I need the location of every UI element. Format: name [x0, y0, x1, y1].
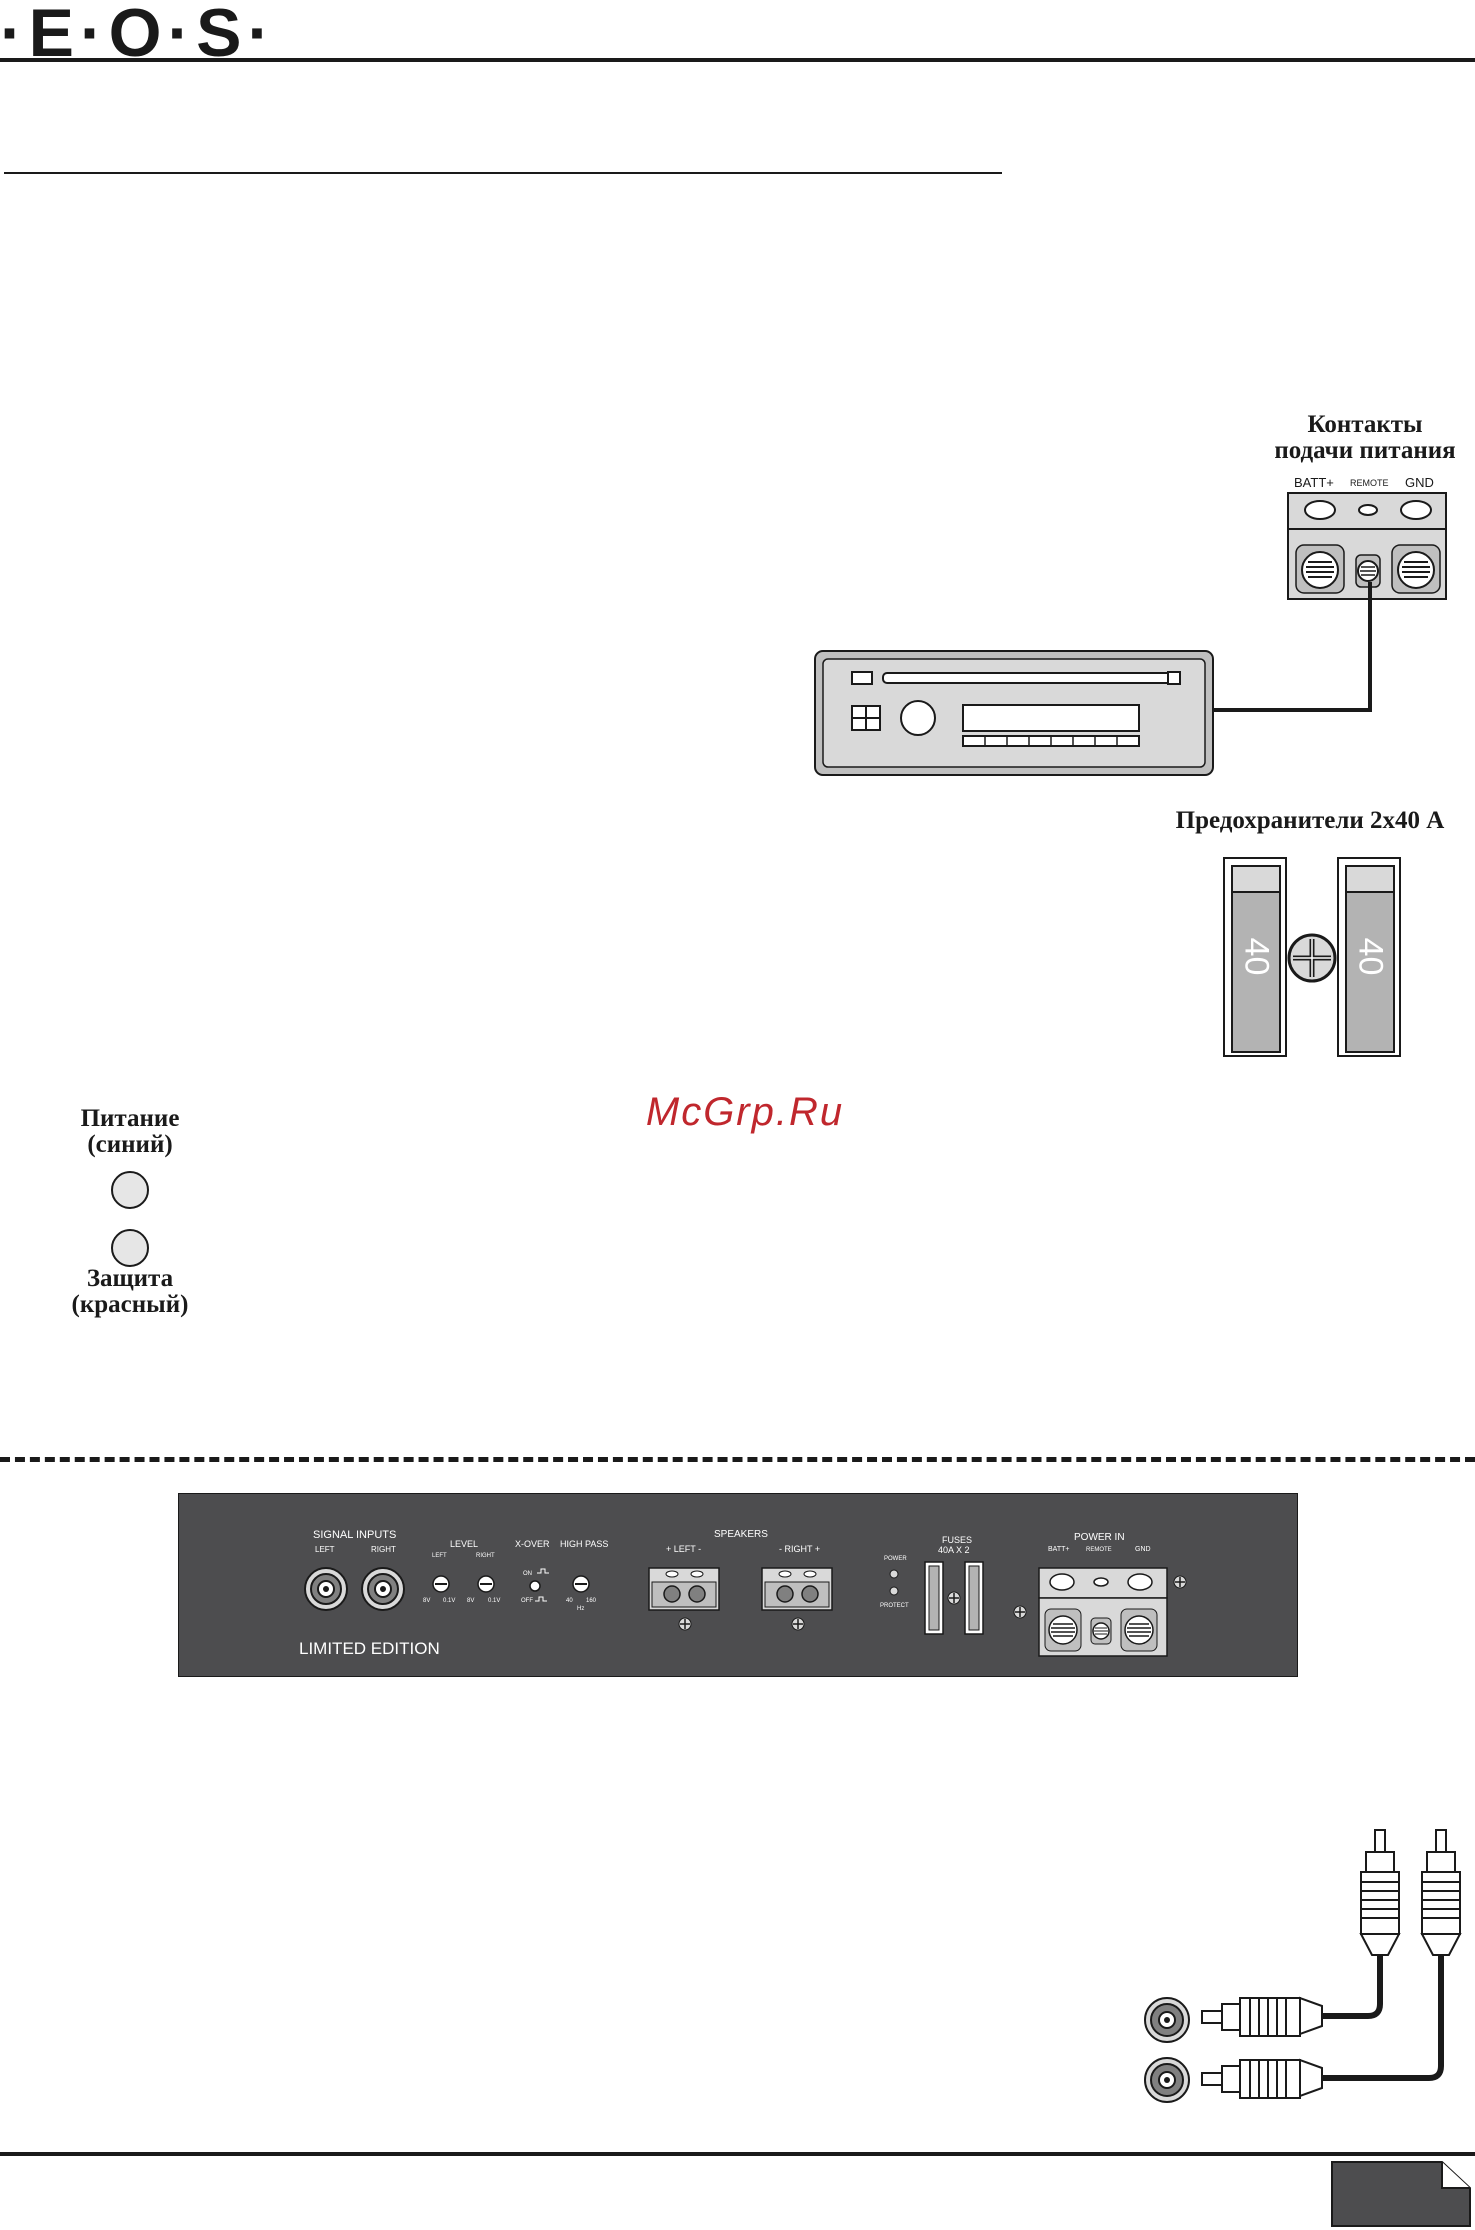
hp-40-label: 40 [566, 1598, 573, 1604]
panel-hardware [304, 1561, 1187, 1657]
rca-plug-upper-icon [1201, 1996, 1323, 2037]
amplifier-panel: SIGNAL INPUTS LEFT RIGHT LEVEL LEFT RIGH… [178, 1493, 1298, 1677]
footer-rule [0, 2152, 1475, 2156]
hp-hz-label: Hz [577, 1606, 585, 1612]
xover-label: X-OVER [515, 1539, 550, 1549]
power-in-terminal-icon [1038, 1567, 1168, 1657]
xover-switch-icon [529, 1568, 549, 1602]
power-in-gnd-label: GND [1135, 1546, 1151, 1553]
hp-160-label: 160 [586, 1598, 597, 1604]
high-pass-label: HIGH PASS [560, 1539, 609, 1549]
level-left-label: LEFT [432, 1553, 447, 1559]
speakers-right-label: - RIGHT + [779, 1544, 821, 1554]
fuse-screw-icon [1287, 933, 1337, 983]
signal-left-label: LEFT [315, 1545, 335, 1554]
protect-led-panel-icon [889, 1586, 899, 1596]
level-right-knob-icon [477, 1575, 495, 1593]
power-led-panel-label: POWER [884, 1556, 907, 1562]
panel-screw-icon [1013, 1575, 1187, 1619]
speaker-left-terminal-icon [648, 1567, 720, 1631]
power-led-label-line1: Питание [80, 1105, 180, 1132]
fuses-title: Предохранители 2х40 А [1175, 807, 1445, 834]
page-corner-icon [1331, 2161, 1471, 2227]
power-contacts-title-line1: Контакты [1307, 411, 1423, 438]
terminal-batt-label: BATT+ [1294, 475, 1334, 490]
level-left-knob-icon [432, 1575, 450, 1593]
speakers-label: SPEAKERS [714, 1529, 768, 1540]
head-unit [814, 650, 1214, 776]
fuse-right: 40 [1337, 857, 1401, 1057]
power-in-batt-label: BATT+ [1048, 1546, 1070, 1553]
rca-input-left-icon [304, 1567, 348, 1611]
fuses-panel-label: FUSES [942, 1535, 973, 1545]
rca-cable-lower [1322, 1955, 1444, 2081]
panel-fuses-icon [924, 1561, 984, 1635]
protect-led-label-line2: (красный) [71, 1291, 189, 1319]
power-terminal-block [1287, 492, 1447, 600]
power-contacts-title: Контакты подачи питания [1250, 411, 1475, 465]
watermark: McGrp.Ru [645, 1090, 845, 1134]
power-in-remote-label: REMOTE [1086, 1547, 1112, 1553]
fuses-rating-label: 40A X 2 [938, 1545, 970, 1555]
power-led-label: Питание (синий) [40, 1105, 220, 1159]
speakers-left-label: + LEFT - [666, 1544, 702, 1554]
level-right-label: RIGHT [476, 1553, 495, 1559]
signal-inputs-label: SIGNAL INPUTS [313, 1529, 397, 1541]
level-right-01v: 0.1V [488, 1598, 501, 1604]
power-in-label: POWER IN [1074, 1532, 1125, 1543]
remote-wire [1212, 582, 1372, 712]
level-right-8v: 8V [467, 1598, 475, 1604]
rca-jack-lower-icon [1144, 2057, 1190, 2103]
terminal-gnd-label: GND [1405, 475, 1434, 490]
xover-on-label: ON [523, 1571, 532, 1577]
xover-off-label: OFF [521, 1598, 533, 1604]
speaker-right-terminal-icon [761, 1567, 833, 1631]
terminal-remote-label: REMOTE [1350, 478, 1389, 488]
level-left-01v: 0.1V [443, 1598, 456, 1604]
level-label: LEVEL [450, 1539, 479, 1549]
power-led-icon [111, 1171, 149, 1209]
power-led-label-line2: (синий) [87, 1131, 173, 1159]
signal-right-label: RIGHT [371, 1545, 396, 1554]
rca-plug-lower-icon [1201, 2058, 1323, 2099]
rca-input-right-icon [361, 1567, 405, 1611]
power-contacts-title-line2: подачи питания [1274, 437, 1456, 465]
edition-label: LIMITED EDITION [299, 1639, 440, 1658]
header-rule [0, 58, 1475, 62]
rca-plug-left-icon [1359, 1829, 1401, 1956]
level-left-8v: 8V [423, 1598, 431, 1604]
dashed-divider [0, 1457, 1475, 1462]
protect-led-label-line1: Защита [86, 1265, 174, 1292]
power-led-panel-icon [889, 1569, 899, 1579]
protect-led-label: Защита (красный) [40, 1265, 220, 1319]
rca-cable-upper [1322, 1955, 1383, 2019]
protect-led-panel-label: PROTECT [880, 1603, 909, 1609]
rca-jack-upper-icon [1144, 1997, 1190, 2043]
fuse-left: 40 [1223, 857, 1287, 1057]
rca-plug-right-icon [1420, 1829, 1462, 1956]
section-rule [4, 172, 1002, 174]
protect-led-icon [111, 1229, 149, 1267]
high-pass-knob-icon [572, 1575, 590, 1593]
